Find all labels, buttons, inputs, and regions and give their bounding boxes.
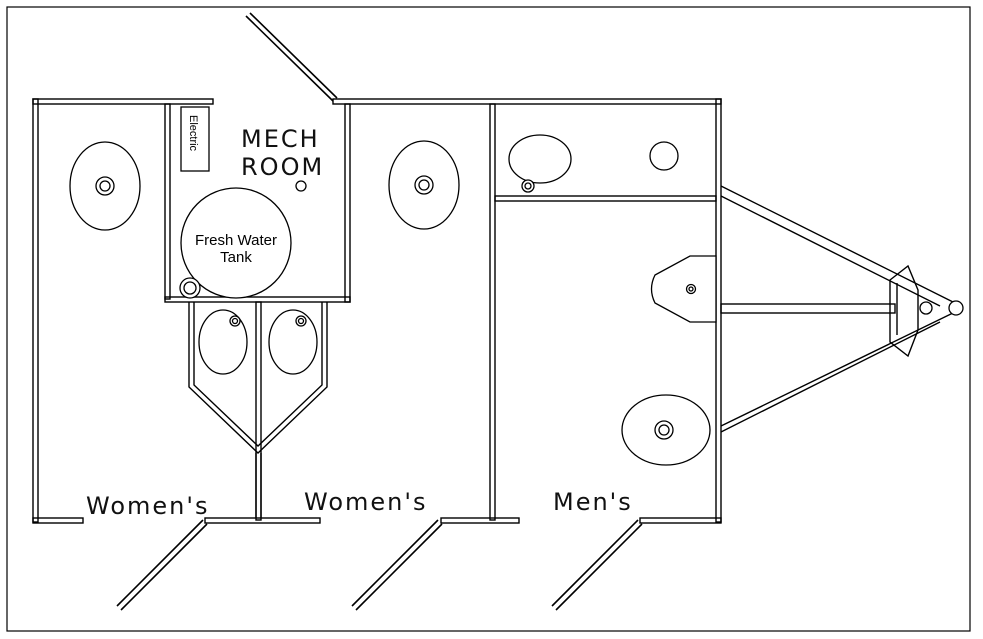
drawing-frame xyxy=(6,6,971,632)
womens-door-2[interactable] xyxy=(351,519,443,611)
double-sink-vanity xyxy=(188,302,328,518)
mech-room-label-line2: ROOM xyxy=(241,153,324,181)
womens-room-2-label: Women's xyxy=(304,488,427,516)
fresh-water-tank: Fresh Water Tank xyxy=(179,187,292,299)
interior-walls xyxy=(164,103,717,521)
electric-panel-label: Electric xyxy=(187,115,199,152)
womens-toilet-2 xyxy=(388,140,460,230)
mech-room-label-line1: MECH xyxy=(241,125,320,153)
mens-drain xyxy=(649,141,679,171)
mens-sink xyxy=(508,134,572,193)
mech-room-drain xyxy=(295,180,307,192)
sink-right xyxy=(268,309,318,375)
trailer-hitch xyxy=(720,185,964,433)
exterior-walls xyxy=(32,98,722,524)
womens-room-1-label: Women's xyxy=(86,492,209,520)
electric-panel xyxy=(180,106,210,172)
mens-door[interactable] xyxy=(551,519,643,611)
mech-room-door[interactable] xyxy=(245,15,334,102)
water-tank-label-line1: Fresh Water xyxy=(195,232,277,249)
womens-door-1[interactable] xyxy=(116,519,208,611)
mens-room-label: Men's xyxy=(553,488,633,516)
mens-toilet xyxy=(621,394,711,466)
urinal xyxy=(650,255,717,323)
water-tank-label-line2: Tank xyxy=(220,249,252,266)
womens-toilet-1 xyxy=(69,141,141,231)
